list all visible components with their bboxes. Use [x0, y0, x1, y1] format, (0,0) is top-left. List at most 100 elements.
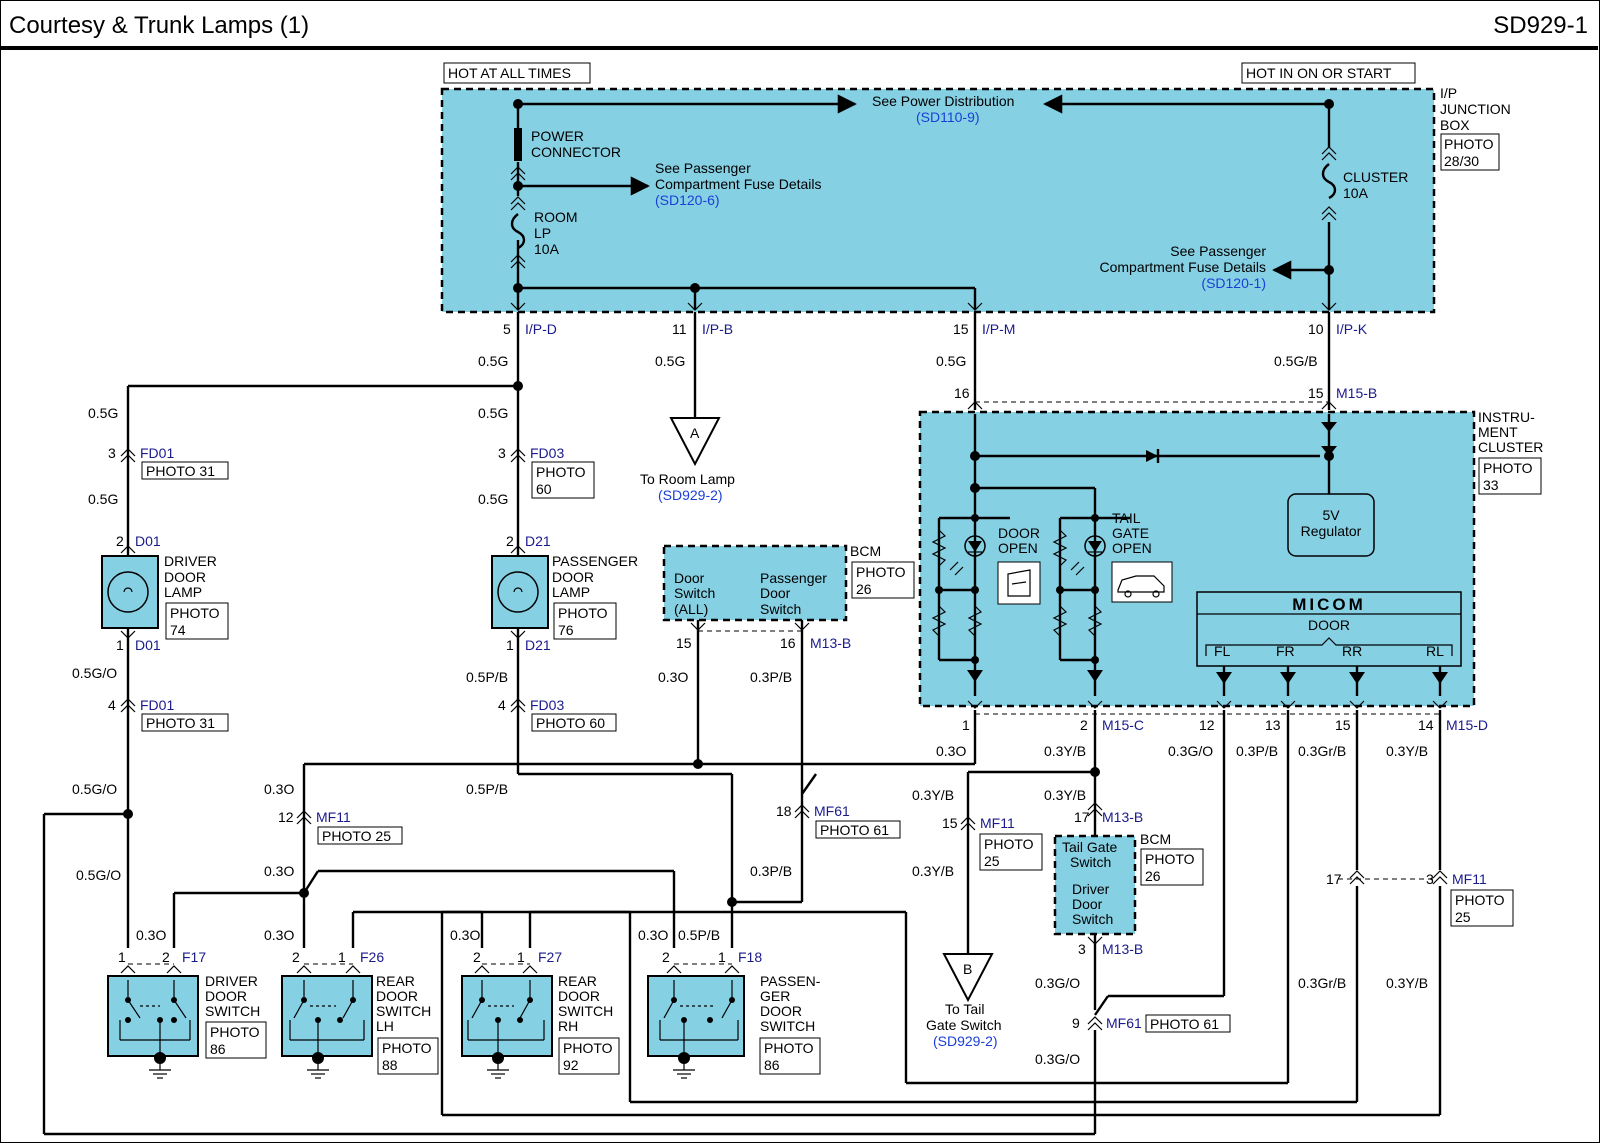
svg-text:0.5G/O: 0.5G/O — [72, 781, 117, 797]
svg-text:SWITCH: SWITCH — [376, 1003, 431, 1019]
svg-text:PHOTO: PHOTO — [984, 836, 1034, 852]
svg-text:0.3O: 0.3O — [136, 927, 166, 943]
page-code: SD929-1 — [1493, 12, 1588, 39]
svg-text:Gate Switch: Gate Switch — [926, 1017, 1001, 1033]
svg-text:HOT AT ALL TIMES: HOT AT ALL TIMES — [448, 65, 571, 81]
pin-ipk-num: 10 — [1308, 321, 1324, 337]
svg-text:3: 3 — [1426, 871, 1434, 887]
title-bar: Courtesy & Trunk Lamps (1) SD929-1 — [0, 0, 1598, 50]
hot-at-all-times-label: HOT AT ALL TIMES — [443, 62, 591, 84]
rear-door-switch-rh: 2 1 F27 REAR DOOR SWITCH RH PHOTO 92 — [461, 949, 620, 1079]
ip-junction-box — [440, 87, 1436, 314]
svg-text:0.5P/B: 0.5P/B — [466, 781, 508, 797]
svg-text:17: 17 — [1326, 871, 1342, 887]
pin-ipb-num: 11 — [672, 321, 687, 337]
svg-text:PHOTO 61: PHOTO 61 — [820, 822, 889, 838]
svg-text:CLUSTER: CLUSTER — [1478, 439, 1543, 455]
svg-text:DOOR: DOOR — [998, 525, 1040, 541]
svg-text:PHOTO: PHOTO — [1444, 136, 1494, 152]
svg-text:D21: D21 — [525, 533, 551, 549]
svg-text:M15-D: M15-D — [1446, 717, 1488, 733]
room-fuse-label-3: 10A — [534, 241, 560, 257]
svg-text:1: 1 — [338, 949, 346, 965]
room-lp-fuse — [510, 196, 526, 269]
svg-text:0.3Y/B: 0.3Y/B — [912, 863, 954, 879]
svg-text:(SD929-2): (SD929-2) — [933, 1033, 998, 1049]
svg-text:REAR: REAR — [558, 973, 597, 989]
svg-text:PHOTO 61: PHOTO 61 — [1150, 1016, 1219, 1032]
svg-text:0.3P/B: 0.3P/B — [750, 863, 792, 879]
svg-text:0.3O: 0.3O — [264, 781, 294, 797]
svg-text:1: 1 — [962, 717, 970, 733]
pcfd-b-1: See Passenger — [1170, 243, 1266, 259]
power-connector-symbol — [514, 128, 522, 161]
pcfd-a-2: Compartment Fuse Details — [655, 176, 822, 192]
passenger-door-lamp: 2 D21 1 D21 PASSENGER DOOR LAMP PHOTO 76 — [491, 533, 638, 653]
svg-text:MF61: MF61 — [814, 803, 850, 819]
svg-text:5V: 5V — [1322, 507, 1340, 523]
ip-jb-name-2: JUNCTION — [1440, 101, 1511, 117]
svg-text:GATE: GATE — [1112, 525, 1149, 541]
svg-text:DOOR: DOOR — [164, 569, 206, 585]
svg-text:DRIVER: DRIVER — [164, 553, 217, 569]
pcfd-a-1: See Passenger — [655, 160, 751, 176]
svg-text:0.5G: 0.5G — [478, 405, 508, 421]
rear-door-switch-lh: 2 1 F26 REAR DOOR SWITCH LH PHOTO 88 — [281, 949, 439, 1079]
svg-text:DOOR: DOOR — [760, 1003, 802, 1019]
svg-text:0.3O: 0.3O — [936, 743, 966, 759]
svg-text:26: 26 — [1145, 868, 1161, 884]
ip-jb-name-3: BOX — [1440, 117, 1470, 133]
svg-text:16: 16 — [780, 635, 796, 651]
svg-text:RH: RH — [558, 1018, 578, 1034]
pcfd-b-2: Compartment Fuse Details — [1099, 259, 1266, 275]
svg-text:PHOTO: PHOTO — [170, 605, 220, 621]
svg-text:DOOR: DOOR — [552, 569, 594, 585]
svg-text:15: 15 — [942, 815, 958, 831]
svg-text:FD03: FD03 — [530, 445, 564, 461]
see-power-distribution: See Power Distribution — [872, 93, 1014, 109]
svg-text:0.5G: 0.5G — [88, 491, 118, 507]
svg-text:DRIVER: DRIVER — [205, 973, 258, 989]
mf11-right: 17 3 MF11 PHOTO 25 — [1326, 870, 1514, 927]
svg-text:PHOTO: PHOTO — [1455, 892, 1505, 908]
svg-text:SWITCH: SWITCH — [205, 1003, 260, 1019]
svg-text:92: 92 — [563, 1057, 579, 1073]
fd03-upper: 3 FD03 PHOTO 60 — [498, 445, 595, 499]
svg-text:0.5G/B: 0.5G/B — [1274, 353, 1318, 369]
5v-regulator — [1287, 493, 1375, 557]
svg-text:17: 17 — [1074, 809, 1090, 825]
pcfd-b-ref: (SD120-1) — [1201, 275, 1266, 291]
svg-text:FR: FR — [1276, 643, 1295, 659]
svg-text:FD01: FD01 — [140, 697, 174, 713]
svg-text:PHOTO 31: PHOTO 31 — [146, 463, 215, 479]
svg-text:26: 26 — [856, 581, 872, 597]
svg-text:BCM: BCM — [850, 543, 881, 559]
mf11-left: 12 MF11 PHOTO 25 — [278, 809, 403, 845]
svg-text:0.3O: 0.3O — [264, 927, 294, 943]
power-connector-label-2: CONNECTOR — [531, 144, 621, 160]
svg-text:0.5G: 0.5G — [936, 353, 966, 369]
svg-text:15: 15 — [1308, 385, 1324, 401]
svg-text:1: 1 — [517, 949, 525, 965]
svg-text:0.5G: 0.5G — [478, 491, 508, 507]
svg-text:Door: Door — [674, 570, 705, 586]
svg-text:FL: FL — [1214, 643, 1231, 659]
svg-text:28/30: 28/30 — [1444, 153, 1479, 169]
passenger-door-switch: 2 1 F18 PASSEN- GER DOOR SWITCH PHOTO 86 — [647, 949, 821, 1079]
svg-text:F27: F27 — [538, 949, 562, 965]
svg-text:0.5G/O: 0.5G/O — [76, 867, 121, 883]
svg-text:0.3O: 0.3O — [638, 927, 668, 943]
svg-text:0.3P/B: 0.3P/B — [1236, 743, 1278, 759]
svg-text:2: 2 — [292, 949, 300, 965]
svg-text:PHOTO: PHOTO — [558, 605, 608, 621]
svg-text:Driver: Driver — [1072, 881, 1110, 897]
svg-text:DOOR: DOOR — [205, 988, 247, 1004]
svg-text:PHOTO 31: PHOTO 31 — [146, 715, 215, 731]
con-ipb: I/P-B — [702, 321, 733, 337]
svg-text:0.5P/B: 0.5P/B — [678, 927, 720, 943]
svg-text:0.3G/O: 0.3G/O — [1035, 975, 1080, 991]
svg-text:MF11: MF11 — [316, 809, 351, 825]
bcm-upper: Door Switch (ALL) Passenger Door Switch … — [662, 543, 915, 651]
svg-text:M13-B: M13-B — [810, 635, 851, 651]
svg-text:PHOTO: PHOTO — [1483, 460, 1533, 476]
